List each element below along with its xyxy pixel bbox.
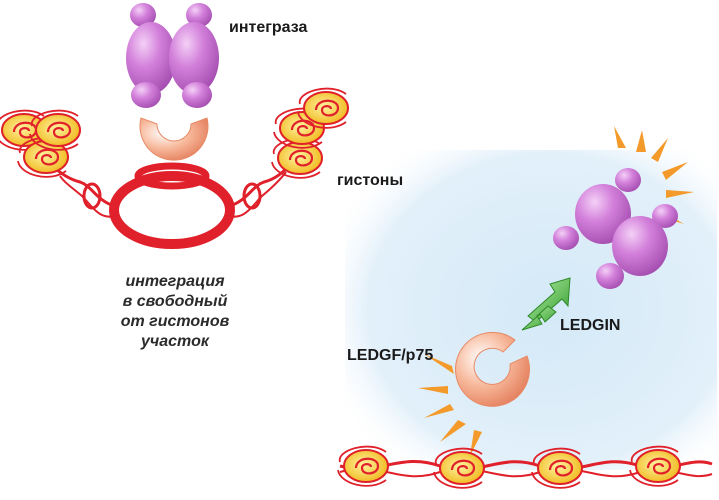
chromatin-fiber [336,445,713,489]
caption-line: от гистонов [120,313,230,330]
dna-loop [43,156,299,249]
histone-cluster-left [0,109,82,178]
integration-caption: интеграция в свободный от гистонов участ… [70,272,280,352]
caption-line: в свободный [122,293,228,310]
caption-line: интеграция [125,273,225,290]
ledgf-crescent-right [455,331,530,407]
integrase-label: интеграза [229,19,308,36]
ledgf-label: LEDGF/p75 [347,347,434,364]
caption-line: участок [141,333,209,350]
ledgin-label: LEDGIN [560,317,621,334]
ledgf-crescent-left [139,117,209,161]
integrase-dimer [126,3,219,108]
histone-cluster-right [270,87,350,179]
integrase-dimer-right [553,168,678,289]
nucleus-panel [345,150,717,470]
histones-label: гистоны [337,172,404,189]
ledgin-double-arrow-icon [521,277,571,331]
